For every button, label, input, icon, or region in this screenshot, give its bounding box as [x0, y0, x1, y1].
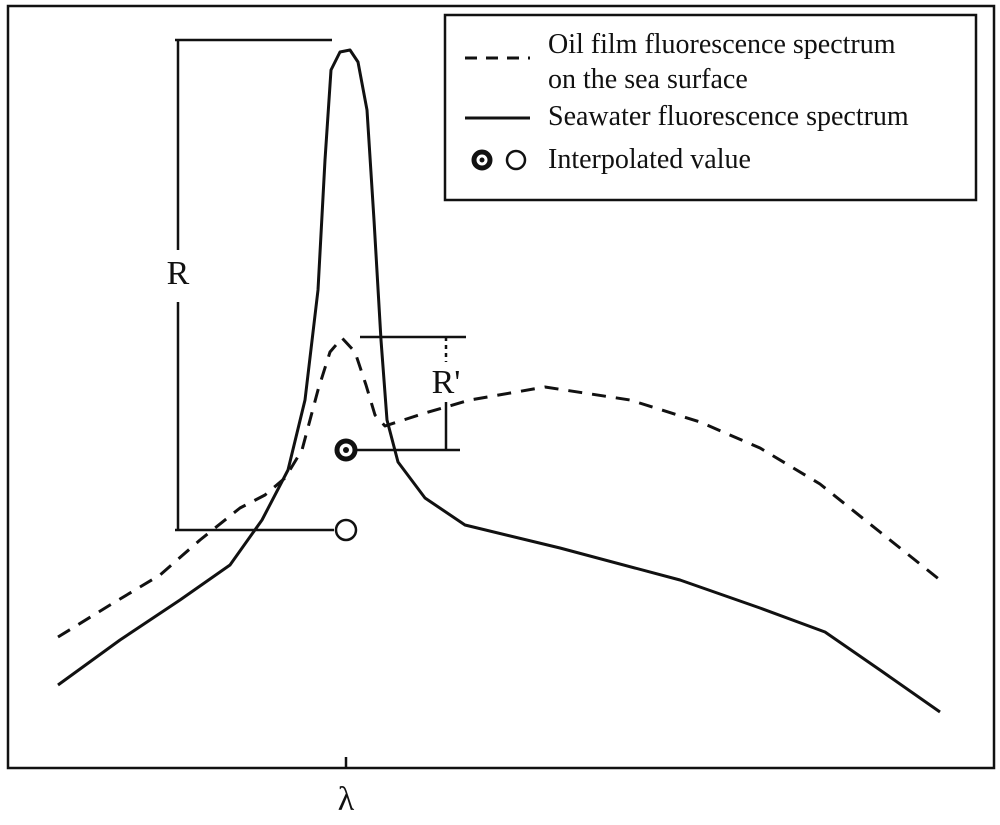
r-prime-label: R' — [432, 364, 461, 401]
legend-marker-open — [505, 149, 527, 171]
interpolated-marker-open — [334, 518, 358, 542]
legend-oil-line1: Oil film fluorescence spectrum — [548, 29, 896, 60]
legend: Oil film fluorescence spectrum on the se… — [443, 13, 978, 202]
legend-box — [443, 13, 978, 202]
legend-marker-filled-core — [479, 157, 485, 163]
plot-frame — [6, 4, 996, 770]
seawater-spectrum-line — [57, 48, 941, 714]
lambda-label: λ — [338, 781, 355, 818]
legend-oil-line2: on the sea surface — [548, 64, 748, 95]
legend-seawater: Seawater fluorescence spectrum — [548, 101, 909, 132]
r-label: R — [167, 255, 190, 292]
interpolated-marker-filled-core — [343, 447, 349, 453]
legend-interpolated: Interpolated value — [548, 144, 751, 175]
oil-film-spectrum-line — [57, 336, 941, 639]
